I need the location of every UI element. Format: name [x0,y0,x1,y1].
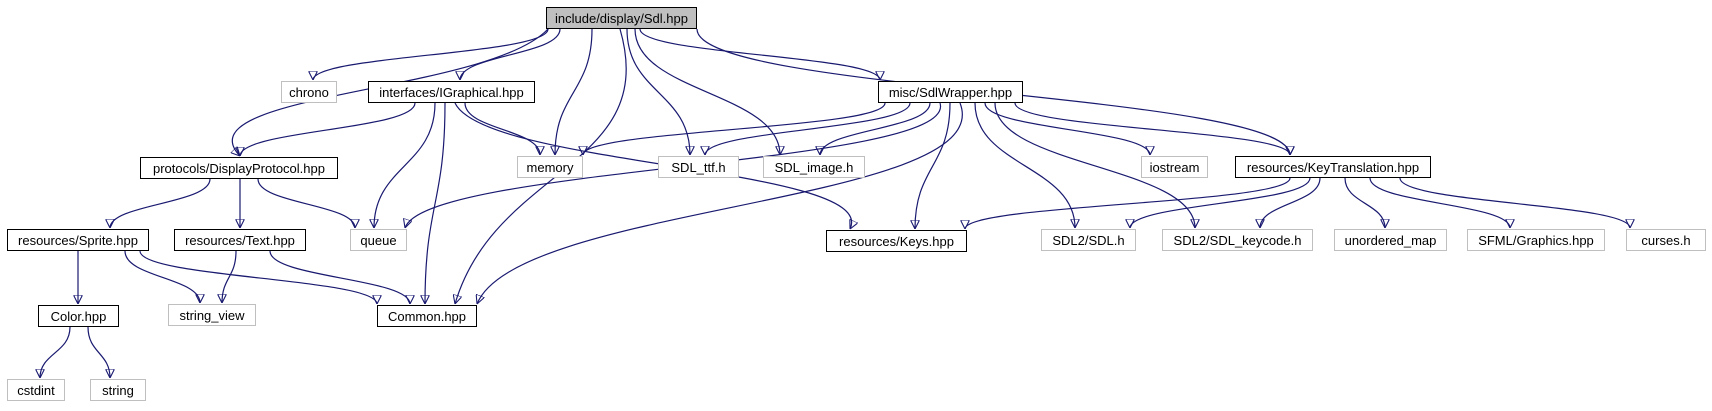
edge-displayprotocol-to-sprite [110,178,211,229]
node-string-view: string_view [168,304,256,326]
edge-color-to-cstdint [40,326,71,379]
node-sdl2-sdl-h: SDL2/SDL.h [1041,229,1136,251]
edge-sprite-to-string_view [124,250,200,304]
node-common-hpp[interactable]: Common.hpp [377,305,477,327]
node-sdl2-keycode-h: SDL2/SDL_keycode.h [1162,229,1313,251]
node-unordered-map: unordered_map [1334,229,1447,251]
edge-sdlwrapper-to-sdl_ttf [705,102,911,156]
node-cstdint: cstdint [7,379,65,401]
node-sdl-ttf-h: SDL_ttf.h [658,156,739,178]
edge-root-to-displayprotocol [232,28,549,156]
edge-root-to-sdl_ttf [626,28,690,155]
edge-igraphical-to-queue [374,102,436,228]
node-chrono: chrono [281,81,337,103]
node-string: string [90,379,146,401]
edge-color-to-string [87,326,110,378]
edge-sdlwrapper-to-sdl2_sdl [974,102,1075,228]
edge-igraphical-to-memory [464,102,540,156]
edge-sdlwrapper-to-memory [583,102,886,156]
edge-sdlwrapper-to-common [477,102,963,304]
edge-sdlwrapper-to-keytranslation [1014,102,1290,156]
edge-sdlwrapper-to-sdl_image [820,102,931,156]
edge-igraphical-to-common [425,102,446,304]
edge-igraphical-to-displayprotocol [240,102,416,157]
edge-text-to-common [269,250,410,305]
edge-sdlwrapper-to-keys [915,102,951,229]
edge-root-to-igraphical [460,28,561,81]
edge-sprite-to-common [139,250,377,305]
node-sfml-graphics-hpp: SFML/Graphics.hpp [1467,229,1605,251]
edge-root-to-memory [555,28,593,155]
edge-keytranslation-to-unordered_map [1344,177,1385,229]
node-keytranslation-hpp[interactable]: resources/KeyTranslation.hpp [1235,156,1431,178]
node-memory: memory [517,156,583,178]
edge-sdlwrapper-to-sdl2_keycode [994,102,1195,228]
node-iostream: iostream [1141,156,1208,178]
node-sdlwrapper-hpp[interactable]: misc/SdlWrapper.hpp [878,81,1023,103]
node-text-hpp[interactable]: resources/Text.hpp [174,229,306,251]
edge-text-to-string_view [222,250,237,303]
node-queue: queue [350,229,407,251]
edge-displayprotocol-to-queue [257,178,355,229]
node-displayprotocol-hpp[interactable]: protocols/DisplayProtocol.hpp [140,157,338,179]
edge-keytranslation-to-keys [965,177,1291,230]
node-color-hpp[interactable]: Color.hpp [38,305,119,327]
node-igraphical-hpp[interactable]: interfaces/IGraphical.hpp [368,81,535,103]
edge-keytranslation-to-sdl2_sdl [1130,177,1311,229]
edge-keytranslation-to-curses [1399,177,1630,229]
edge-keytranslation-to-sdl2_keycode [1260,177,1321,229]
edge-keytranslation-to-sfml_graphics [1369,177,1510,229]
edge-sdlwrapper-to-iostream [984,102,1150,156]
node-sdl-image-h: SDL_image.h [763,156,865,178]
node-curses-h: curses.h [1626,229,1706,251]
node-keys-hpp[interactable]: resources/Keys.hpp [826,230,967,252]
node-sprite-hpp[interactable]: resources/Sprite.hpp [7,229,149,251]
node-root-sdl-hpp[interactable]: include/display/Sdl.hpp [546,7,697,29]
edge-root-to-sdlwrapper [639,28,880,81]
